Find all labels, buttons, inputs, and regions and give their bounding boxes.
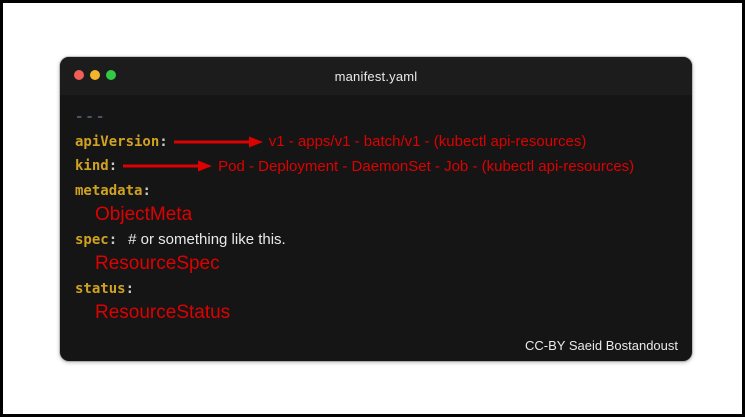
status-class-annotation: ResourceStatus <box>95 302 231 324</box>
line-resourcestatus: ResourceStatus <box>75 301 682 326</box>
line-document-start: --- <box>75 105 682 130</box>
line-metadata: metadata: <box>75 179 682 204</box>
zoom-button-icon[interactable] <box>106 70 116 80</box>
editor-content: --- apiVersion: v1 - apps/v1 - batch/v1 … <box>75 105 682 326</box>
apiversion-values-annotation: v1 - apps/v1 - batch/v1 - (kubectl api-r… <box>268 133 587 151</box>
yaml-colon: : <box>142 182 151 199</box>
minimize-button-icon[interactable] <box>90 70 100 80</box>
editor-window: manifest.yaml --- apiVersion: v1 - apps/… <box>60 57 692 361</box>
titlebar: manifest.yaml <box>60 57 692 95</box>
yaml-key-spec: spec <box>75 231 109 248</box>
yaml-colon: : <box>108 231 118 248</box>
close-button-icon[interactable] <box>74 70 84 80</box>
yaml-key-status: status <box>75 280 126 297</box>
yaml-key-kind: kind <box>75 158 109 175</box>
line-objectmeta: ObjectMeta <box>75 203 682 228</box>
yaml-colon: : <box>125 280 135 297</box>
red-arrow-right-icon <box>173 136 263 148</box>
spec-class-annotation: ResourceSpec <box>95 253 220 275</box>
metadata-class-annotation: ObjectMeta <box>95 204 193 226</box>
license-attribution: CC-BY Saeid Bostandoust <box>525 338 678 353</box>
kind-values-annotation: Pod - Deployment - DaemonSet - Job - (ku… <box>218 157 635 175</box>
traffic-lights <box>74 70 116 80</box>
line-status: status: <box>75 277 682 302</box>
red-arrow-right-icon <box>123 160 213 172</box>
line-resourcespec: ResourceSpec <box>75 252 682 277</box>
yaml-document-start: --- <box>75 109 107 126</box>
yaml-colon: : <box>159 133 168 150</box>
yaml-colon: : <box>108 158 118 175</box>
yaml-key-metadata: metadata <box>75 182 143 199</box>
line-spec: spec: # or something like this. <box>75 228 682 253</box>
line-apiversion: apiVersion: v1 - apps/v1 - batch/v1 - (k… <box>75 130 682 155</box>
yaml-key-apiversion: apiVersion <box>75 133 160 150</box>
window-title: manifest.yaml <box>334 68 418 84</box>
spec-comment: # or something like this. <box>128 231 286 249</box>
line-kind: kind: Pod - Deployment - DaemonSet - Job… <box>75 154 682 179</box>
